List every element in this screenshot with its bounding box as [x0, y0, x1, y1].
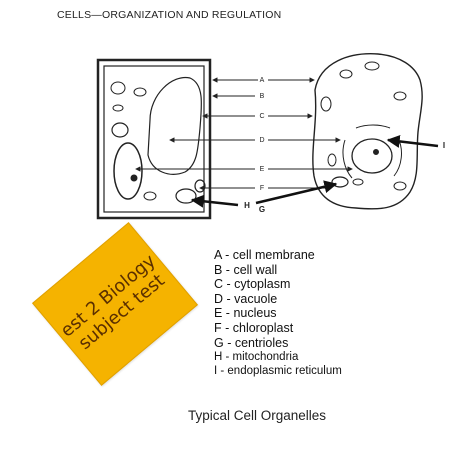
legend-item-b: B - cell wall — [214, 262, 278, 277]
animal-cell — [312, 53, 423, 210]
legend-item-e: E - nucleus — [214, 306, 277, 321]
legend-item-f: F - chloroplast — [214, 320, 294, 335]
legend-item-c: C - cytoplasm — [214, 277, 291, 292]
legend-item-i: I - endoplasmic reticulum — [214, 365, 342, 378]
legend-item-a: A - cell membrane — [214, 248, 315, 262]
diagram-letters: A B C D E F G H I — [244, 77, 445, 214]
page-header: CELLS—ORGANIZATION AND REGULATION — [57, 9, 282, 21]
label-g: G — [259, 205, 265, 214]
legend: A - cell membrane B - cell wall C - cyto… — [214, 248, 342, 379]
legend-item-g: G - centrioles — [214, 335, 289, 350]
label-a: A — [260, 77, 265, 84]
label-h: H — [244, 201, 250, 210]
label-d: D — [259, 137, 264, 144]
label-i: I — [443, 141, 445, 150]
legend-item-h: H - mitochondria — [214, 351, 299, 364]
plant-cell — [96, 58, 212, 220]
label-lines — [135, 77, 353, 191]
figure-caption: Typical Cell Organelles — [188, 408, 327, 423]
legend-item-d: D - vacuole — [214, 291, 278, 306]
label-e: E — [260, 166, 265, 173]
label-c: C — [259, 113, 264, 120]
pointer-arrows — [190, 134, 439, 208]
label-f: F — [260, 185, 264, 192]
label-b: B — [260, 93, 265, 100]
